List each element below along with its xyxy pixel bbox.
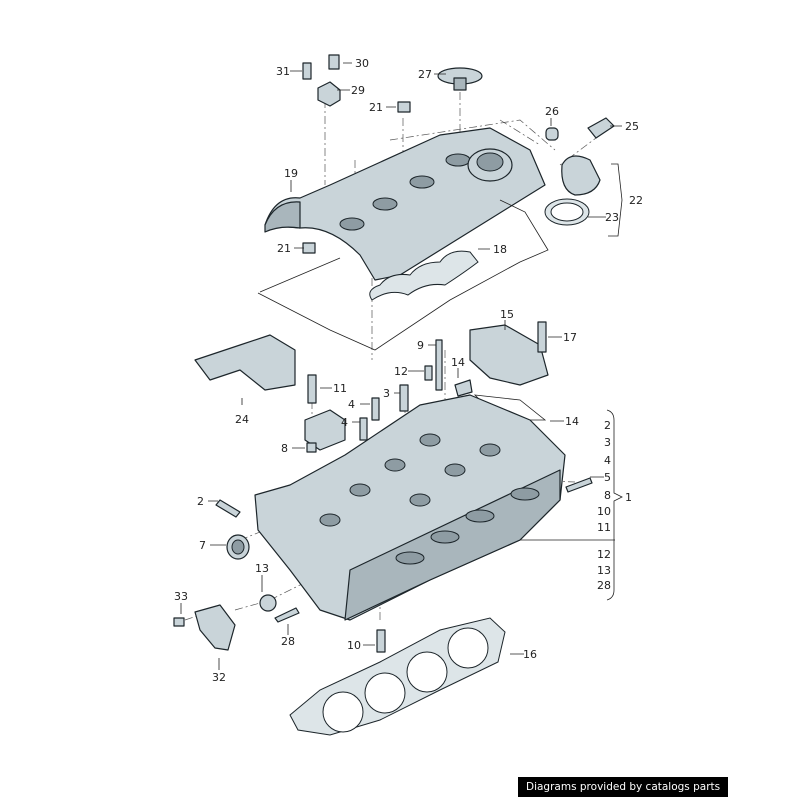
credit-badge: Diagrams provided by catalogs parts [518,777,729,797]
callout: 19 [284,167,298,180]
group-item: 12 [597,548,611,561]
group-item: 28 [597,579,611,592]
callout: 2 [197,495,204,508]
lower-parts [173,477,593,653]
group-item: 4 [604,454,611,467]
callout: 12 [394,365,408,378]
callout: 31 [276,65,290,78]
callout: 23 [605,211,619,224]
callout: 18 [493,243,507,256]
callout: 30 [355,57,369,70]
callout: 24 [235,413,249,426]
callout: 15 [500,308,514,321]
group-item: 8 [604,489,611,502]
head-gasket [289,617,506,736]
callout: 21 [369,101,383,114]
group-item: 11 [597,521,611,534]
callout: 17 [563,331,577,344]
callout: 4 [341,416,348,429]
leader-lines [180,62,623,670]
valve-cover [264,127,546,281]
callout: 26 [545,105,559,118]
callout: 27 [418,68,432,81]
callout: 13 [255,562,269,575]
callout: 16 [523,648,537,661]
cylinder-head [254,394,566,621]
callout: 25 [625,120,639,133]
callout: 14 [451,356,465,369]
callout: 10 [347,639,361,652]
callout: 29 [351,84,365,97]
callout: 33 [174,590,188,603]
group-item: 2 [604,419,611,432]
callout: 11 [333,382,347,395]
group-label: 1 [625,491,632,504]
callout: 22 [629,194,643,207]
callout: 4 [348,398,355,411]
callout: 7 [199,539,206,552]
callout: 3 [383,387,390,400]
callout: 9 [417,339,424,352]
callout: 32 [212,671,226,684]
group-list: 2 3 4 5 8 10 11 12 13 28 1 [597,419,632,592]
middle-parts [194,321,549,453]
group-item: 13 [597,564,611,577]
callout-labels: 31 30 29 27 21 26 25 19 22 23 21 18 15 1… [174,57,643,684]
group-item: 10 [597,505,611,518]
valve-cover-gasket [257,199,549,351]
group-item: 3 [604,436,611,449]
callout: 28 [281,635,295,648]
callout: 21 [277,242,291,255]
group-item: 5 [604,471,611,484]
small-parts [302,54,615,254]
callout: 8 [281,442,288,455]
callout: 14 [565,415,579,428]
